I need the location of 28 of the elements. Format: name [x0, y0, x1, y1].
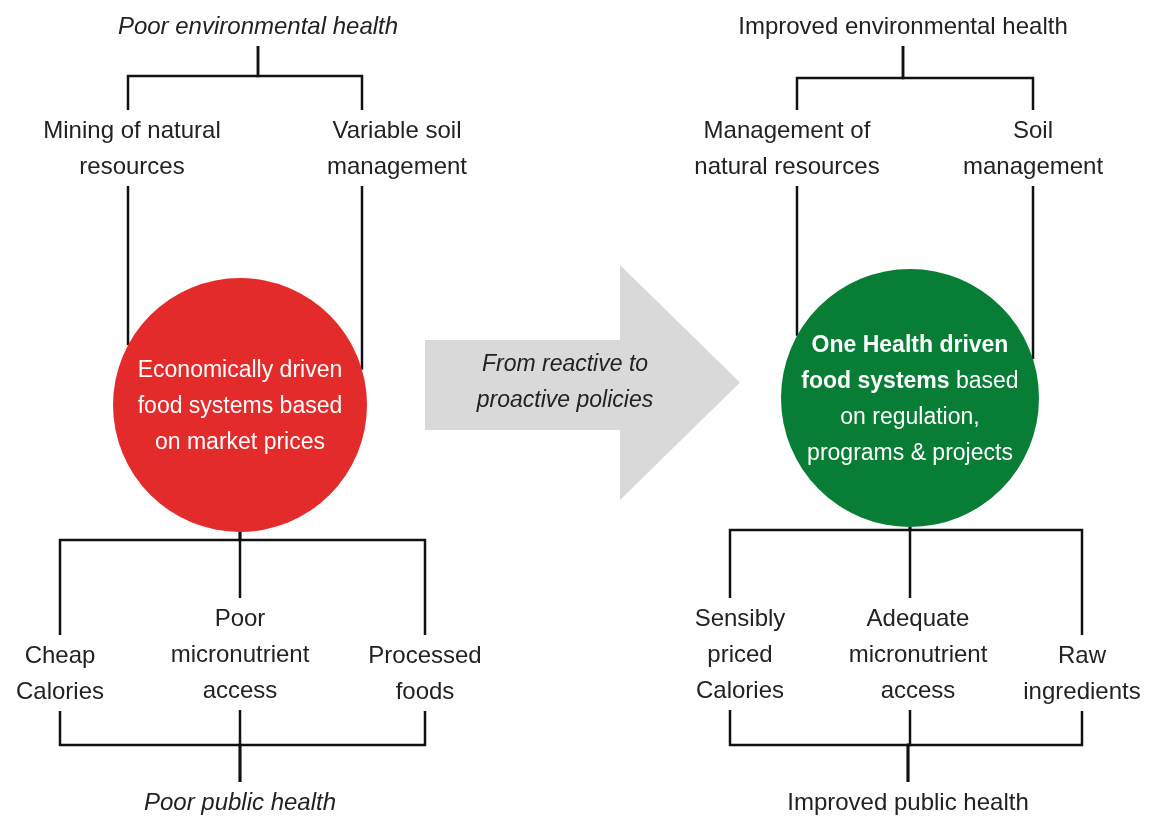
- circle-label: Economically driven food systems based on market prices: [136, 355, 344, 456]
- connector-line: [238, 711, 427, 782]
- outcome-factor-label: Poor micronutrient access: [155, 600, 325, 708]
- factor-label: Management of natural resources: [687, 112, 887, 184]
- connector-line: [728, 527, 912, 598]
- connector-line: [126, 186, 130, 346]
- connector-line: [1031, 186, 1035, 360]
- circle-label: One Health driven food systems based on regulation, programs & projects: [800, 330, 1020, 467]
- arrow-label: From reactive to proactive policies: [475, 349, 655, 414]
- connector-line: [908, 527, 1084, 635]
- connector-line: [360, 186, 364, 370]
- connector-line: [795, 186, 799, 336]
- connector-line: [256, 46, 364, 110]
- outcome-factor-label: Cheap Calories: [5, 637, 115, 709]
- connector-line: [906, 711, 1084, 782]
- factor-label: Soil management: [963, 112, 1103, 184]
- outcome-label: Poor environmental health: [98, 8, 418, 44]
- connector-line: [901, 46, 1035, 110]
- factor-label: Mining of natural resources: [32, 112, 232, 184]
- connector-line: [238, 532, 427, 635]
- outcome-label: Improved environmental health: [713, 8, 1093, 44]
- outcome-factor-label: Raw ingredients: [1015, 637, 1149, 709]
- factor-label: Variable soil management: [307, 112, 487, 184]
- outcome-factor-label: Adequate micronutrient access: [833, 600, 1003, 708]
- outcome-factor-label: Processed foods: [355, 637, 495, 709]
- outcome-label: Poor public health: [110, 784, 370, 817]
- outcome-factor-label: Sensibly priced Calories: [680, 600, 800, 708]
- outcome-label: Improved public health: [758, 784, 1058, 817]
